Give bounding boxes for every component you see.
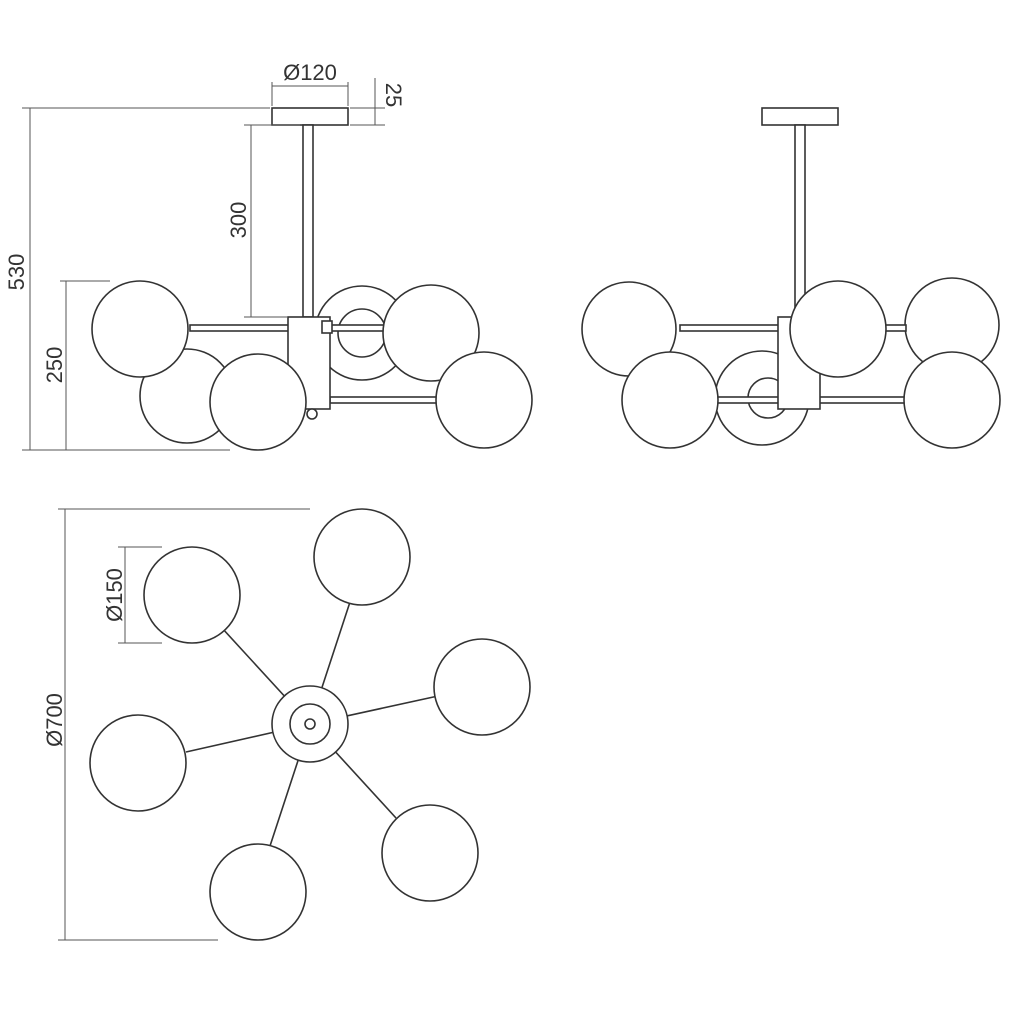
front-body-socket xyxy=(321,320,333,334)
side-globe-lower-right xyxy=(903,351,1001,449)
front-arm-right xyxy=(329,324,391,332)
side-globe-center xyxy=(789,280,887,378)
front-rod xyxy=(302,124,314,318)
overall-diameter-label: Ø700 xyxy=(42,693,67,747)
canopy-height-label: 25 xyxy=(381,83,406,107)
side-canopy xyxy=(761,107,839,126)
top-globe-left xyxy=(89,714,187,812)
front-globe-back-inner xyxy=(337,308,387,358)
top-globe-right xyxy=(433,638,531,736)
front-canopy xyxy=(271,107,349,126)
side-arm-lower-right xyxy=(817,396,907,404)
dim-total-height: 530 xyxy=(4,107,270,451)
dim-overall-diameter: Ø700 xyxy=(42,508,310,941)
side-arm-lower-left xyxy=(715,396,781,404)
top-globe-lower-right xyxy=(381,804,479,902)
top-globe-upper-left xyxy=(143,546,241,644)
canopy-diameter-label: Ø120 xyxy=(283,60,337,85)
dim-canopy-diameter: Ø120 xyxy=(271,60,349,106)
front-arm-left xyxy=(189,324,293,332)
front-view: Ø120 25 300 530 250 xyxy=(4,60,533,451)
side-view xyxy=(581,107,1001,449)
dim-body-height: 250 xyxy=(42,280,110,450)
front-globe-lower-right xyxy=(435,351,533,449)
body-height-label: 250 xyxy=(42,347,67,384)
top-hub-center xyxy=(304,718,316,730)
top-globe-bottom xyxy=(209,843,307,941)
dim-globe-diameter: Ø150 xyxy=(102,546,162,644)
globe-diameter-label: Ø150 xyxy=(102,568,127,622)
side-arm-left xyxy=(679,324,781,332)
side-rod xyxy=(794,124,806,318)
top-view: Ø150 Ø700 xyxy=(42,508,531,941)
rod-length-label: 300 xyxy=(226,202,251,239)
top-globe-top xyxy=(313,508,411,606)
dim-canopy-height: 25 xyxy=(350,78,406,126)
front-globe-center xyxy=(209,353,307,451)
total-height-label: 530 xyxy=(4,254,29,291)
side-globe-lower-left xyxy=(621,351,719,449)
front-body-cap xyxy=(306,408,318,420)
front-globe-left xyxy=(91,280,189,378)
front-globe-right xyxy=(382,284,480,382)
dim-rod-length: 300 xyxy=(226,124,300,318)
front-arm-lower-right xyxy=(329,396,439,404)
